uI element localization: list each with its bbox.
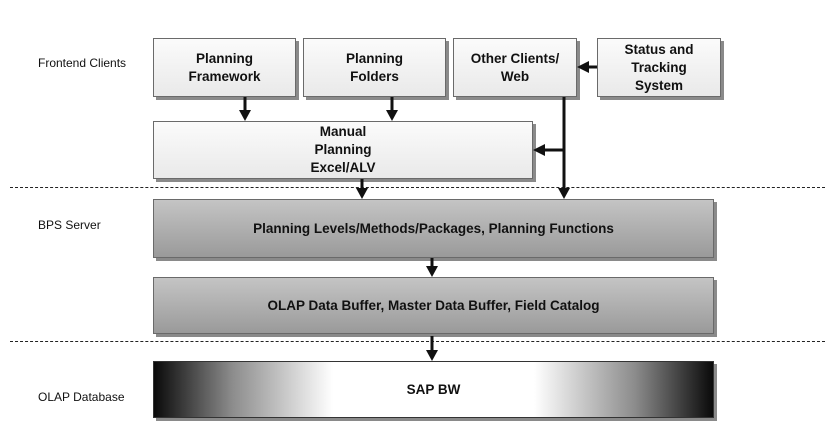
planning-folders-box[interactable]: Planning Folders xyxy=(303,38,446,97)
arrowhead-web xyxy=(533,144,545,156)
manual-planning-label: Manual Planning Excel/ALV xyxy=(310,124,376,175)
arrowhead-buffer-sapbw xyxy=(426,350,438,361)
other-clients-web-label: Other Clients/ Web xyxy=(470,50,560,84)
status-tracking-system-label: Status and Tracking System xyxy=(624,41,694,93)
arrowhead-folders xyxy=(386,110,398,121)
arrowhead-other-bps xyxy=(558,188,570,199)
arrowhead-levels-buffer xyxy=(426,266,438,277)
layer-label-olap-database: OLAP Database xyxy=(38,390,125,404)
sap-bw-label: SAP BW xyxy=(406,381,461,397)
olap-data-buffer-label: OLAP Data Buffer, Master Data Buffer, Fi… xyxy=(267,297,600,313)
layer-label-frontend-clients: Frontend Clients xyxy=(38,56,127,70)
arrowhead-status xyxy=(577,61,589,73)
status-tracking-system-box[interactable]: Status and Tracking System xyxy=(597,38,721,97)
arrowhead-framework xyxy=(239,110,251,121)
layer-label-bps-server: BPS Server xyxy=(38,218,101,232)
other-clients-web-box[interactable]: Other Clients/ Web xyxy=(453,38,577,97)
planning-framework-label: Planning Framework xyxy=(188,50,261,84)
divider-frontend-bps xyxy=(10,187,825,188)
olap-data-buffer-box[interactable]: OLAP Data Buffer, Master Data Buffer, Fi… xyxy=(153,277,714,334)
divider-bps-olap xyxy=(10,341,825,342)
sap-bw-box[interactable]: SAP BW xyxy=(153,361,714,418)
planning-levels-box[interactable]: Planning Levels/Methods/Packages, Planni… xyxy=(153,199,714,258)
planning-levels-label: Planning Levels/Methods/Packages, Planni… xyxy=(253,220,614,236)
arrowhead-manual-bps xyxy=(356,188,368,199)
planning-framework-box[interactable]: Planning Framework xyxy=(153,38,296,97)
manual-planning-box[interactable]: Manual Planning Excel/ALV xyxy=(153,121,533,179)
planning-folders-label: Planning Folders xyxy=(346,50,403,84)
